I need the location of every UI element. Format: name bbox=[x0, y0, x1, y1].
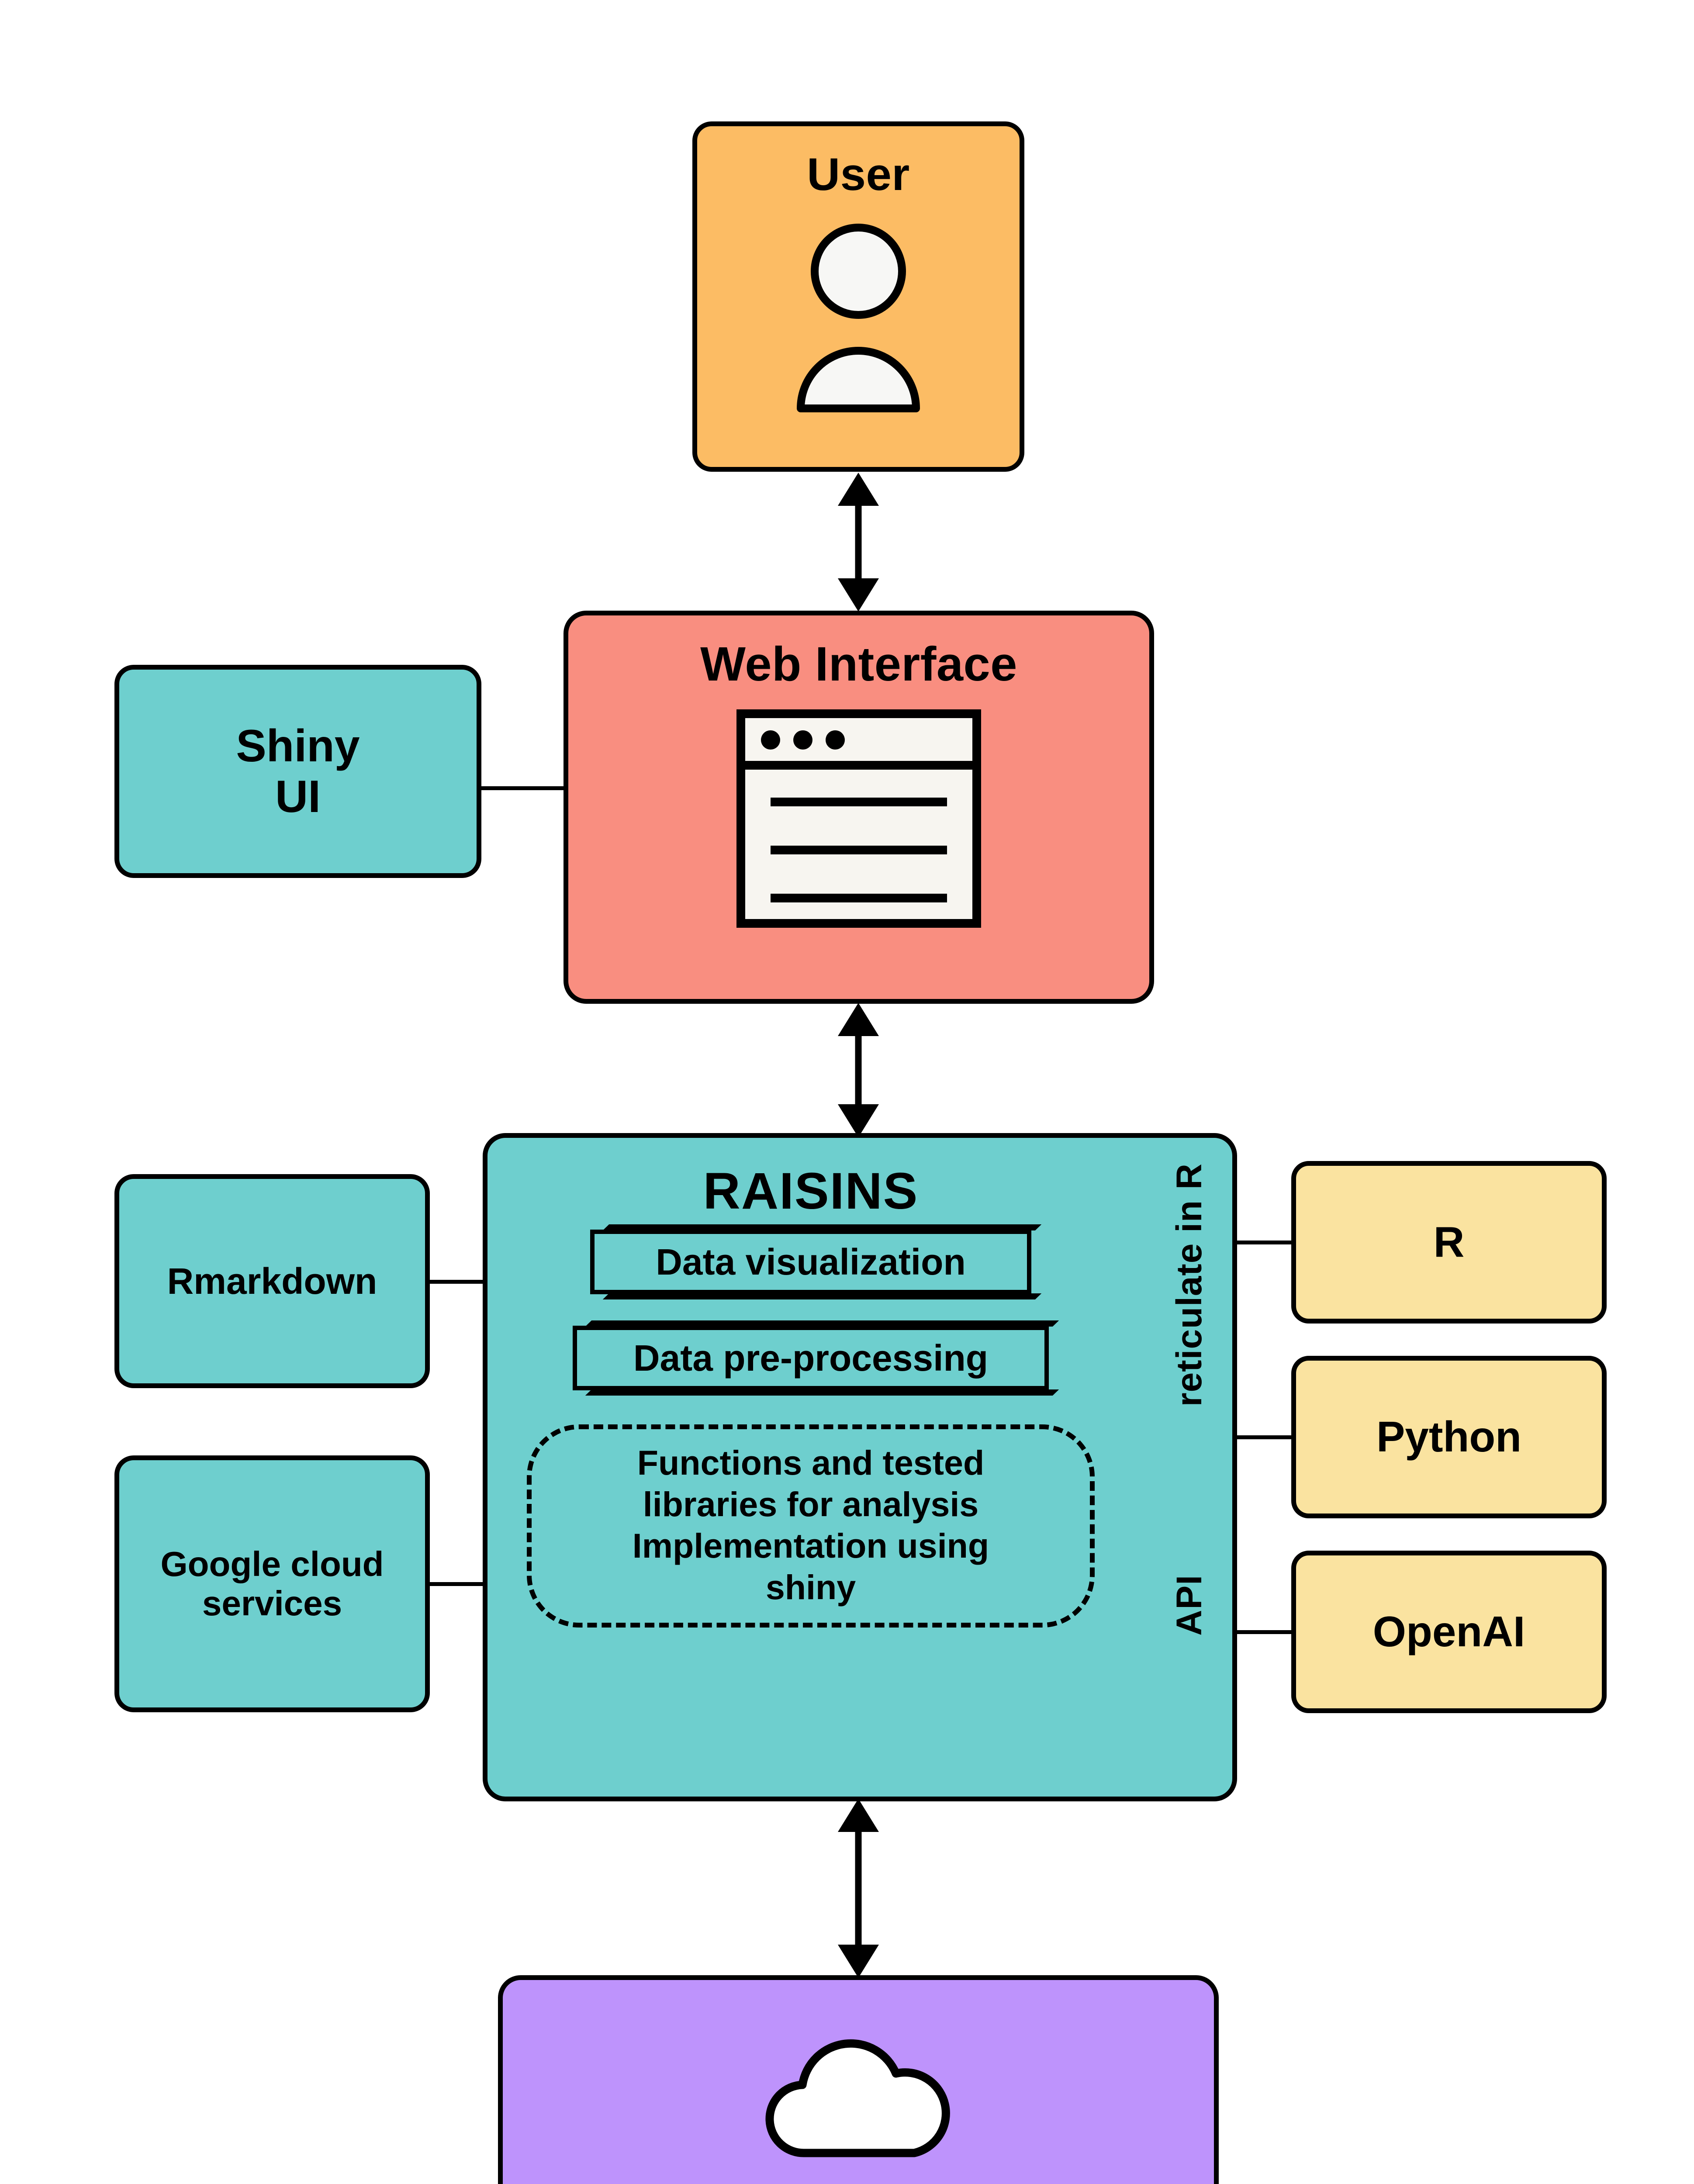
arrow-raisins-posit bbox=[838, 1799, 879, 1978]
node-python[interactable]: Python bbox=[1291, 1356, 1607, 1518]
shiny-ui-label-line2: UI bbox=[275, 771, 321, 822]
raisins-box-data-preprocessing[interactable]: Data pre-processing bbox=[573, 1320, 1059, 1396]
raisins-content: RAISINS Data visualization Data pre-proc… bbox=[487, 1138, 1134, 1797]
node-posit-connect-cloud[interactable]: Posit Connect Cloud bbox=[498, 1975, 1219, 2184]
google-cloud-label-line1: Google cloud bbox=[160, 1545, 384, 1584]
node-google-cloud-services[interactable]: Google cloud services bbox=[114, 1455, 430, 1712]
openai-label: OpenAI bbox=[1372, 1607, 1525, 1656]
connector-rmarkdown-raisins bbox=[427, 1280, 485, 1284]
posit-label-line1: Posit Connect bbox=[700, 2176, 1017, 2184]
dashed-region-line-3: Implementation using bbox=[632, 1526, 989, 1565]
raisins-side-label-api: API bbox=[1169, 1575, 1210, 1636]
node-r[interactable]: R bbox=[1291, 1161, 1607, 1324]
cloud-icon bbox=[765, 2039, 950, 2157]
connector-googlecloud-raisins bbox=[427, 1582, 485, 1586]
dashed-region-line-4: shiny bbox=[765, 1567, 856, 1607]
web-interface-label: Web Interface bbox=[700, 637, 1017, 691]
node-user[interactable]: User bbox=[692, 121, 1024, 472]
sbox-top-accent bbox=[585, 1320, 1059, 1327]
node-shiny-ui[interactable]: Shiny UI bbox=[114, 665, 481, 878]
sbox-top-accent bbox=[602, 1224, 1042, 1231]
connector-raisins-openai bbox=[1234, 1630, 1294, 1634]
node-rmarkdown[interactable]: Rmarkdown bbox=[114, 1174, 430, 1388]
shiny-ui-label-line1: Shiny bbox=[236, 720, 360, 771]
raisins-label: RAISINS bbox=[703, 1162, 919, 1220]
sbox-bottom-accent bbox=[602, 1293, 1042, 1300]
node-openai[interactable]: OpenAI bbox=[1291, 1551, 1607, 1713]
google-cloud-label-line2: services bbox=[202, 1584, 342, 1623]
node-raisins[interactable]: RAISINS Data visualization Data pre-proc… bbox=[483, 1133, 1237, 1801]
connector-shinyui-webinterface bbox=[479, 786, 566, 790]
data-preprocessing-label: Data pre-processing bbox=[633, 1337, 989, 1379]
dashed-region-line-2: libraries for analysis bbox=[643, 1484, 979, 1524]
raisins-dashed-region: Functions and tested libraries for analy… bbox=[527, 1424, 1095, 1628]
python-label: Python bbox=[1376, 1413, 1522, 1461]
r-label: R bbox=[1433, 1218, 1465, 1266]
dashed-region-line-1: Functions and tested bbox=[637, 1443, 985, 1482]
raisins-box-data-visualization[interactable]: Data visualization bbox=[590, 1224, 1042, 1300]
data-visualization-label: Data visualization bbox=[656, 1241, 966, 1283]
rmarkdown-label: Rmarkdown bbox=[167, 1260, 377, 1302]
connector-raisins-python bbox=[1234, 1435, 1294, 1439]
browser-window-icon bbox=[736, 709, 981, 928]
user-label: User bbox=[807, 149, 910, 200]
node-web-interface[interactable]: Web Interface bbox=[564, 611, 1154, 1004]
arrow-webinterface-raisins bbox=[838, 1003, 879, 1137]
connector-raisins-r bbox=[1234, 1241, 1294, 1244]
person-icon bbox=[797, 223, 920, 412]
sbox-bottom-accent bbox=[585, 1389, 1059, 1396]
posit-label: Posit Connect Cloud bbox=[700, 2173, 1017, 2184]
arrow-user-webinterface bbox=[838, 473, 879, 612]
raisins-side-label-reticulate: reticulate in R bbox=[1169, 1163, 1210, 1407]
